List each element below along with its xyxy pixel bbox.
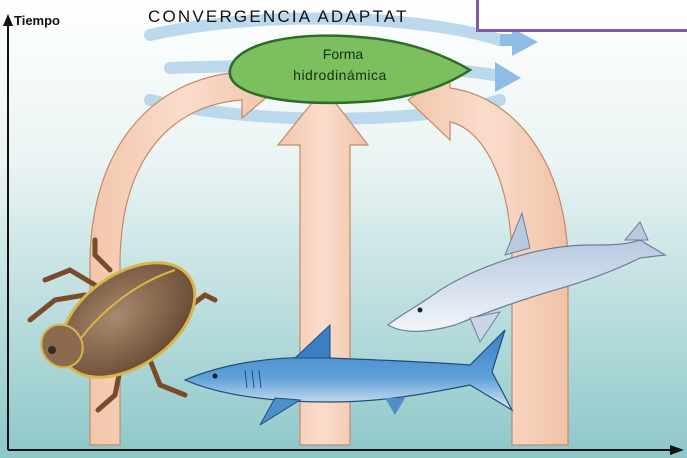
y-axis-label: Tiempo — [14, 13, 60, 28]
diagram-title: CONVERGENCIA ADAPTAT — [148, 7, 409, 26]
overlay-box — [476, 0, 687, 32]
shape-label-line1: Forma — [323, 46, 364, 62]
shape-label-line2: hidrodinámica — [293, 67, 387, 83]
